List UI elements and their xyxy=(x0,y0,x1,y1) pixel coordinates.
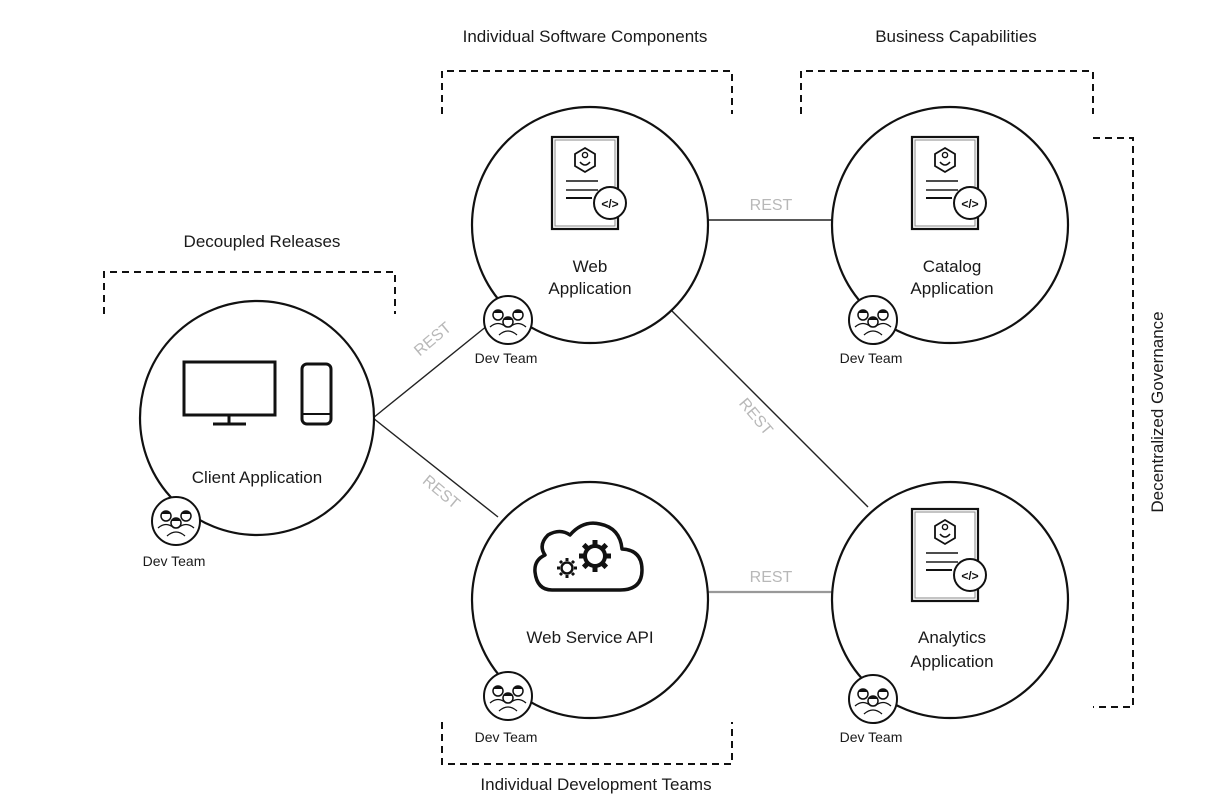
bracket-decentralized-governance xyxy=(1093,137,1134,708)
node-label: Client Application xyxy=(192,468,322,487)
node-client-application[interactable]: Client Application Dev Team xyxy=(138,299,376,569)
node-analytics-application[interactable]: Analytics Application Dev Team xyxy=(830,480,1070,745)
group-label-individual-development-teams: Individual Development Teams xyxy=(480,775,711,794)
group-label-individual-software-components: Individual Software Components xyxy=(463,27,708,46)
edge-label-client-webservice: REST xyxy=(419,472,463,513)
cloud-gears-icon xyxy=(533,521,644,592)
node-label-line2: Application xyxy=(548,279,631,298)
edge-label-webapp-catalog: REST xyxy=(750,197,793,214)
group-label-decoupled-releases: Decoupled Releases xyxy=(184,232,341,251)
edge-client-webapp xyxy=(372,316,499,419)
dev-team-label: Dev Team xyxy=(475,350,538,366)
node-web-service-api[interactable]: Web Service API Dev Team xyxy=(470,480,710,745)
dev-team-icon xyxy=(848,295,898,345)
node-circle xyxy=(138,299,376,537)
edge-webapp-analytics xyxy=(667,306,869,508)
dev-team-icon xyxy=(848,674,898,724)
bracket-individual-software-components xyxy=(441,70,733,114)
node-circle xyxy=(470,480,710,720)
node-label-line1: Analytics xyxy=(918,628,986,647)
node-label-line2: Application xyxy=(910,279,993,298)
node-label-line2: Application xyxy=(910,652,993,671)
dev-team-label: Dev Team xyxy=(840,729,903,745)
bracket-individual-development-teams xyxy=(441,722,733,765)
dev-team-label: Dev Team xyxy=(475,729,538,745)
dev-team-label: Dev Team xyxy=(143,553,206,569)
group-label-business-capabilities: Business Capabilities xyxy=(875,27,1037,46)
dev-team-icon xyxy=(151,496,201,546)
edge-client-webservice xyxy=(372,417,499,518)
document-code-icon xyxy=(910,135,988,231)
edge-label-webservice-analytics: REST xyxy=(750,569,793,586)
node-label-line1: Web xyxy=(573,257,608,276)
node-catalog-application[interactable]: Catalog Application Dev Team xyxy=(830,105,1070,366)
node-web-application[interactable]: Web Application Dev Team xyxy=(470,105,710,366)
edge-label-webapp-analytics: REST xyxy=(735,395,776,439)
document-code-icon xyxy=(910,507,988,603)
dev-team-icon xyxy=(483,671,533,721)
dev-team-label: Dev Team xyxy=(840,350,903,366)
edge-label-client-webapp: REST xyxy=(411,319,455,360)
node-label: Web Service API xyxy=(526,628,653,647)
monitor-and-phone-icon xyxy=(182,360,333,426)
group-label-decentralized-governance: Decentralized Governance xyxy=(1148,311,1167,512)
node-label-line1: Catalog xyxy=(923,257,982,276)
dev-team-icon xyxy=(483,295,533,345)
document-code-icon xyxy=(550,135,628,231)
bracket-decoupled-releases xyxy=(103,271,396,314)
